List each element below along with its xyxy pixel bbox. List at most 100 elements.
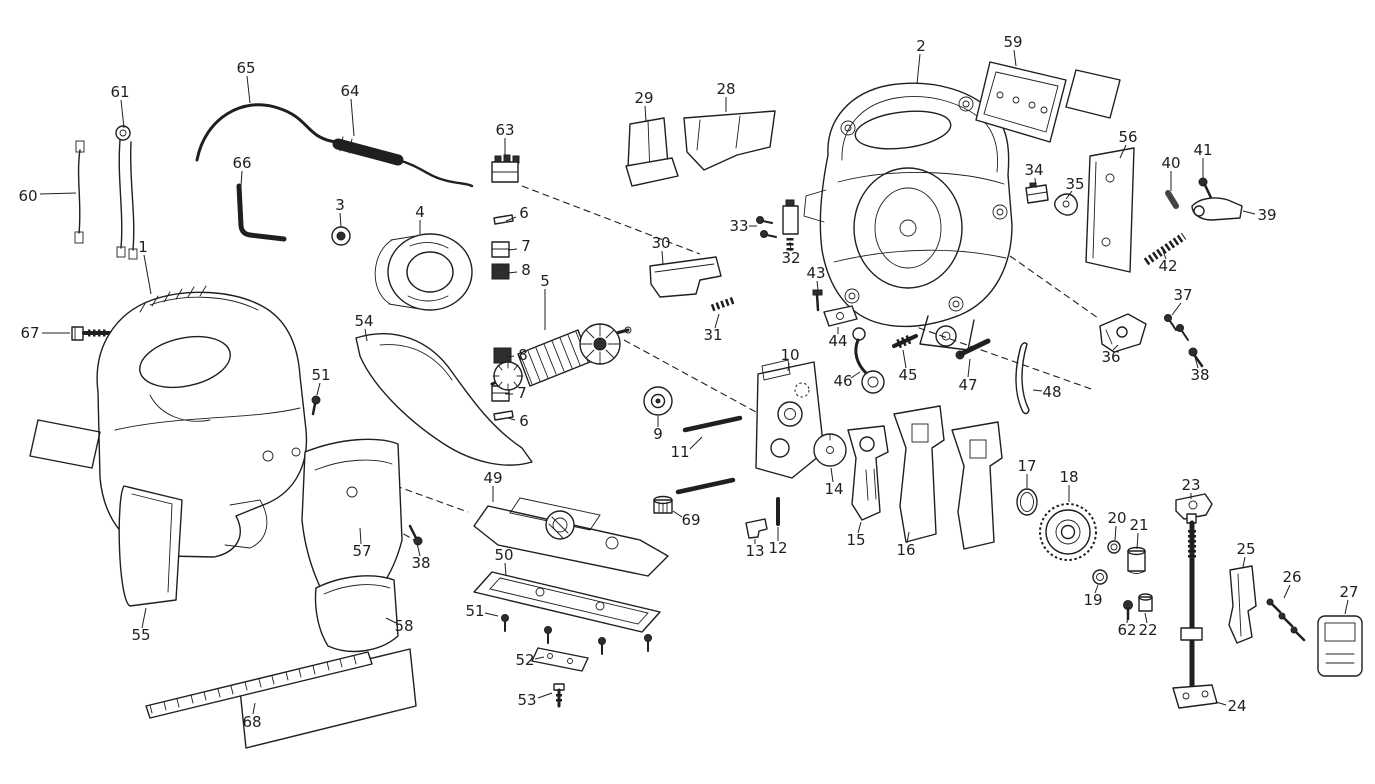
part-53-screw xyxy=(553,683,565,708)
part-67-screw xyxy=(71,326,114,341)
brush-parts-top xyxy=(491,214,514,280)
part-60-wire-lead xyxy=(74,140,85,244)
part-40-pin xyxy=(1165,190,1179,209)
leader-line-6c xyxy=(507,417,516,421)
leader-line-24 xyxy=(1215,701,1227,706)
part-16-support-plates xyxy=(893,405,1003,550)
leader-line-34 xyxy=(1034,177,1037,189)
leader-line-48 xyxy=(1032,389,1043,392)
part-49-roller-bracket xyxy=(473,497,669,577)
part-label-40: 40 xyxy=(1161,154,1180,172)
leader-line-57 xyxy=(359,527,362,545)
part-36-bracket xyxy=(1099,313,1147,353)
part-label-60: 60 xyxy=(18,187,37,205)
leader-line-32 xyxy=(789,241,792,252)
part-23-blade-clamp xyxy=(1175,493,1213,520)
part-label-36: 36 xyxy=(1101,348,1120,366)
part-label-38a: 38 xyxy=(411,554,430,572)
leader-line-1 xyxy=(143,254,152,295)
part-label-68: 68 xyxy=(242,713,261,731)
leader-line-31 xyxy=(714,313,720,329)
leader-line-56 xyxy=(1119,144,1127,159)
part-label-41: 41 xyxy=(1193,141,1212,159)
leader-line-50 xyxy=(504,562,507,577)
part-label-46: 46 xyxy=(833,372,852,390)
leader-line-53 xyxy=(537,692,553,699)
part-50-base-plates xyxy=(473,571,661,633)
leader-line-2 xyxy=(916,53,921,85)
part-label-42: 42 xyxy=(1158,257,1177,275)
part-47-pin xyxy=(955,338,991,360)
part-label-51a: 51 xyxy=(311,366,330,384)
part-label-45: 45 xyxy=(898,366,917,384)
part-label-35: 35 xyxy=(1065,175,1084,193)
part-label-29: 29 xyxy=(634,89,653,107)
part-label-18: 18 xyxy=(1059,468,1078,486)
part-label-50: 50 xyxy=(494,546,513,564)
leader-line-66 xyxy=(240,170,243,187)
part-label-2: 2 xyxy=(916,37,926,55)
leader-line-26 xyxy=(1283,584,1291,599)
part-6-plate-bottom xyxy=(493,410,514,421)
part-label-5: 5 xyxy=(540,272,550,290)
part-64-cord-guard xyxy=(332,136,404,166)
part-10-gearbox-plate xyxy=(755,359,825,479)
part-58-boot xyxy=(314,575,399,653)
part-label-44: 44 xyxy=(828,332,847,350)
part-label-8a: 8 xyxy=(521,261,531,279)
part-label-57: 57 xyxy=(352,542,371,560)
part-4-field-stator xyxy=(374,233,473,311)
part-25-clamp-bracket xyxy=(1228,565,1257,644)
part-label-17: 17 xyxy=(1017,457,1036,475)
part-label-1: 1 xyxy=(138,238,148,256)
part-51-screws-lower xyxy=(501,614,652,655)
leader-line-19 xyxy=(1094,584,1099,594)
part-label-65: 65 xyxy=(236,59,255,77)
part-54-guard-shroud xyxy=(355,333,533,466)
part-21-sleeve xyxy=(1127,546,1146,574)
part-5-armature xyxy=(490,323,632,391)
leader-line-45 xyxy=(902,349,907,369)
part-label-30: 30 xyxy=(651,234,670,252)
leader-line-35 xyxy=(1065,190,1073,200)
part-label-6a: 6 xyxy=(519,204,529,222)
leader-line-46 xyxy=(850,371,861,379)
part-label-14: 14 xyxy=(824,480,843,498)
leader-line-38b xyxy=(1194,356,1199,369)
leader-line-37 xyxy=(1171,302,1182,316)
part-39-roller-lever xyxy=(1191,197,1243,221)
part-label-61: 61 xyxy=(110,83,129,101)
part-61-wire-leads xyxy=(115,125,138,260)
part-label-13: 13 xyxy=(745,542,764,560)
leader-line-8a xyxy=(507,271,518,274)
part-label-27: 27 xyxy=(1339,583,1358,601)
part-68-ruler-fence xyxy=(145,648,417,749)
part-label-51b: 51 xyxy=(465,602,484,620)
part-label-7c: 7 xyxy=(517,384,527,402)
part-29-insert xyxy=(625,117,679,187)
part-label-49: 49 xyxy=(483,469,502,487)
leader-line-15 xyxy=(857,521,862,534)
part-label-21: 21 xyxy=(1129,516,1148,534)
part-11-guide-rods xyxy=(675,415,743,495)
leader-line-20 xyxy=(1114,525,1117,541)
leader-line-55 xyxy=(141,607,147,629)
leader-line-21 xyxy=(1136,532,1139,550)
part-label-15: 15 xyxy=(846,531,865,549)
part-33-screws xyxy=(756,216,777,238)
part-26-screws xyxy=(1266,598,1306,642)
part-63-switch xyxy=(491,154,520,183)
part-label-37: 37 xyxy=(1173,286,1192,304)
part-30-bracket xyxy=(649,256,722,298)
part-56-plate xyxy=(1085,147,1135,273)
part-label-26: 26 xyxy=(1282,568,1301,586)
part-69-cap xyxy=(653,495,673,514)
part-9-bearing xyxy=(643,386,673,416)
part-1-body-housing xyxy=(96,285,308,558)
part-6-plate-top xyxy=(493,214,514,225)
part-24-blade-shaft xyxy=(1172,513,1218,709)
part-label-3: 3 xyxy=(335,196,345,214)
